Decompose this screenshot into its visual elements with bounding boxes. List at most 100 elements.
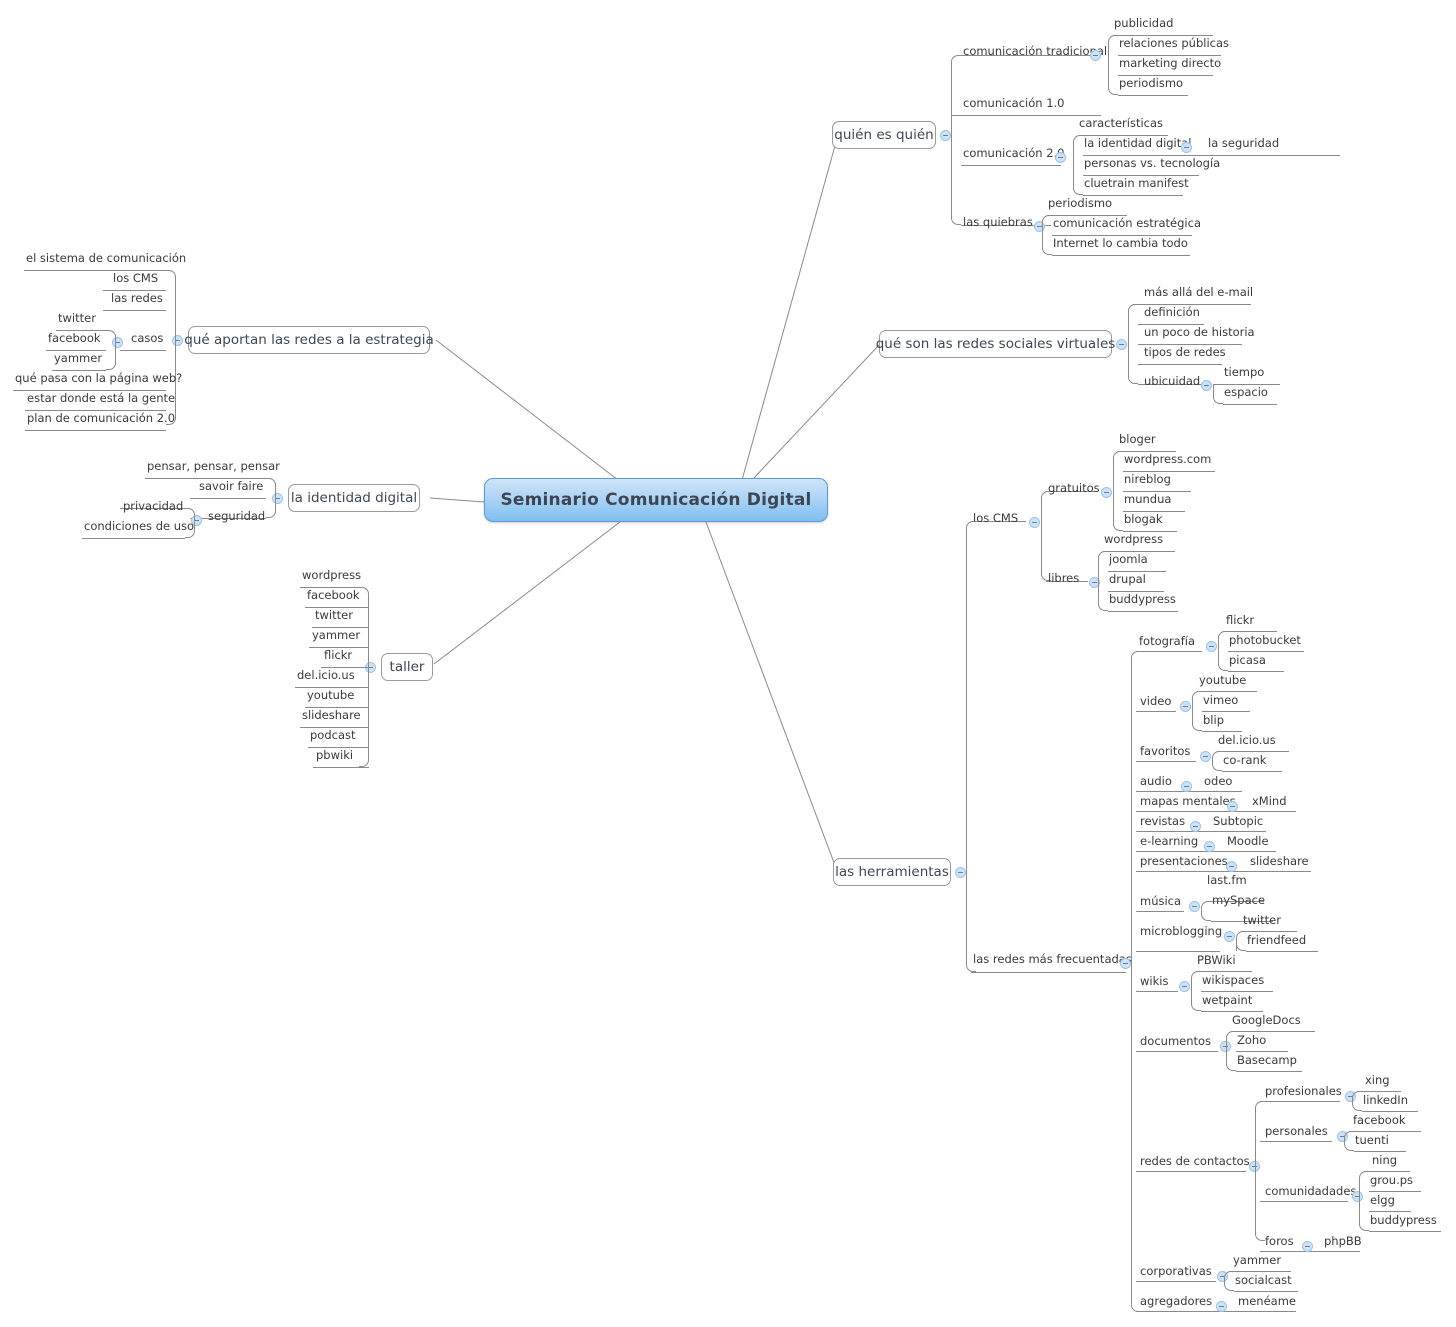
node-marketing-directo[interactable]: marketing directo bbox=[1119, 56, 1222, 70]
node-xing[interactable]: xing bbox=[1365, 1073, 1390, 1087]
node-savoir-faire[interactable]: savoir faire bbox=[199, 479, 264, 493]
node-personas-vs-tecnologia[interactable]: personas vs. tecnología bbox=[1084, 156, 1221, 170]
node-wikis[interactable]: wikis bbox=[1140, 974, 1169, 988]
node-seguridad[interactable]: seguridad bbox=[208, 509, 266, 523]
node-subtopic[interactable]: Subtopic bbox=[1213, 814, 1264, 828]
node-zoho[interactable]: Zoho bbox=[1237, 1033, 1267, 1047]
node-wordpress-com[interactable]: wordpress.com bbox=[1124, 452, 1212, 466]
node-googledocs[interactable]: GoogleDocs bbox=[1232, 1013, 1301, 1027]
node-pensar-pensar-pensar[interactable]: pensar, pensar, pensar bbox=[147, 459, 280, 473]
node-periodismo-trad[interactable]: periodismo bbox=[1119, 76, 1184, 90]
node-microblogging[interactable]: microblogging bbox=[1140, 924, 1223, 938]
collapse-minus-icon-video[interactable] bbox=[1180, 701, 1191, 712]
node-yammer-casos[interactable]: yammer bbox=[54, 351, 103, 365]
node-sistema-de-comunicacion[interactable]: el sistema de comunicación bbox=[26, 251, 187, 265]
node-audio[interactable]: audio bbox=[1140, 774, 1172, 788]
node-taller-facebook[interactable]: facebook bbox=[307, 588, 360, 602]
node-corank[interactable]: co-rank bbox=[1223, 753, 1267, 767]
collapse-minus-icon-favoritos[interactable] bbox=[1200, 751, 1211, 762]
node-las-redes-mas-frecuentadas[interactable]: las redes más frecuentadas bbox=[973, 952, 1132, 966]
collapse-minus-icon-identidad-c[interactable] bbox=[1181, 142, 1192, 153]
node-socialcast[interactable]: socialcast bbox=[1235, 1273, 1292, 1287]
node-bloger[interactable]: bloger bbox=[1119, 432, 1156, 446]
node-taller-twitter[interactable]: twitter bbox=[315, 608, 353, 622]
node-mas-alla-del-email[interactable]: más allá del e-mail bbox=[1144, 285, 1254, 299]
branch-taller[interactable]: taller bbox=[381, 653, 433, 681]
node-los-cms-aportan[interactable]: los CMS bbox=[113, 271, 159, 285]
node-wetpaint[interactable]: wetpaint bbox=[1202, 993, 1253, 1007]
node-picasa[interactable]: picasa bbox=[1229, 653, 1266, 667]
node-cluetrain-manifest[interactable]: cluetrain manifest bbox=[1084, 176, 1189, 190]
collapse-minus-icon-com20[interactable] bbox=[1055, 152, 1066, 163]
node-casos[interactable]: casos bbox=[131, 331, 164, 345]
node-definicion[interactable]: definición bbox=[1144, 305, 1200, 319]
node-e-learning[interactable]: e-learning bbox=[1140, 834, 1199, 848]
root-node[interactable]: Seminario Comunicación Digital bbox=[484, 478, 828, 522]
node-taller-youtube[interactable]: youtube bbox=[307, 688, 355, 702]
node-mundua[interactable]: mundua bbox=[1124, 492, 1172, 506]
node-presentaciones[interactable]: presentaciones bbox=[1140, 854, 1228, 868]
node-wordpress-libres[interactable]: wordpress bbox=[1104, 532, 1164, 546]
node-caracteristicas[interactable]: características bbox=[1079, 116, 1164, 130]
node-vimeo[interactable]: vimeo bbox=[1203, 693, 1239, 707]
node-comunicacion-20[interactable]: comunicación 2.0 bbox=[963, 146, 1065, 160]
collapse-minus-icon-elearning[interactable] bbox=[1204, 841, 1215, 852]
collapse-minus-icon-wikis[interactable] bbox=[1179, 981, 1190, 992]
node-comunicacion-estrategica[interactable]: comunicación estratégica bbox=[1053, 216, 1202, 230]
node-blogak[interactable]: blogak bbox=[1124, 512, 1163, 526]
node-las-quiebras[interactable]: las quiebras bbox=[963, 215, 1033, 229]
branch-que-aportan[interactable]: qué aportan las redes a la estrategia bbox=[184, 326, 434, 354]
node-espacio[interactable]: espacio bbox=[1224, 385, 1268, 399]
node-tiempo[interactable]: tiempo bbox=[1224, 365, 1265, 379]
node-flickr[interactable]: flickr bbox=[1226, 613, 1255, 627]
node-taller-wordpress[interactable]: wordpress bbox=[302, 568, 362, 582]
node-corporativas[interactable]: corporativas bbox=[1140, 1264, 1212, 1278]
node-que-pasa-con-la-pagina-web[interactable]: qué pasa con la página web? bbox=[15, 371, 183, 385]
node-phpbb[interactable]: phpBB bbox=[1324, 1234, 1362, 1248]
collapse-minus-icon-gratuitos[interactable] bbox=[1101, 487, 1112, 498]
node-tipos-de-redes[interactable]: tipos de redes bbox=[1144, 345, 1226, 359]
node-comunicacion-10[interactable]: comunicación 1.0 bbox=[963, 96, 1065, 110]
node-la-seguridad[interactable]: la seguridad bbox=[1208, 136, 1280, 150]
node-periodismo-quiebras[interactable]: periodismo bbox=[1048, 196, 1113, 210]
node-lastfm[interactable]: last.fm bbox=[1207, 873, 1247, 887]
node-taller-delicious[interactable]: del.icio.us bbox=[297, 668, 355, 682]
node-taller-slideshare[interactable]: slideshare bbox=[302, 708, 361, 722]
node-ubicuidad[interactable]: ubicuidad bbox=[1144, 374, 1201, 388]
collapse-minus-icon-musica[interactable] bbox=[1189, 901, 1200, 912]
node-video[interactable]: video bbox=[1140, 694, 1172, 708]
collapse-minus-icon-presentaciones[interactable] bbox=[1226, 861, 1237, 872]
node-comunidadades[interactable]: comunidadades bbox=[1265, 1184, 1357, 1198]
collapse-minus-icon-redes-frec[interactable] bbox=[1120, 958, 1131, 969]
node-facebook[interactable]: facebook bbox=[1353, 1113, 1406, 1127]
node-relaciones-publicas[interactable]: relaciones públicas bbox=[1119, 36, 1229, 50]
collapse-minus-icon-fotografia[interactable] bbox=[1206, 641, 1217, 652]
node-internet-lo-cambia-todo[interactable]: Internet lo cambia todo bbox=[1053, 236, 1188, 250]
node-pbwiki[interactable]: PBWiki bbox=[1197, 953, 1236, 967]
collapse-minus-icon-tradicional[interactable] bbox=[1090, 50, 1101, 61]
node-blip[interactable]: blip bbox=[1203, 713, 1224, 727]
node-redes-de-contactos[interactable]: redes de contactos bbox=[1140, 1154, 1250, 1168]
collapse-minus-icon-los-cms[interactable] bbox=[1029, 517, 1040, 528]
node-wikispaces[interactable]: wikispaces bbox=[1202, 973, 1265, 987]
node-twitter-casos[interactable]: twitter bbox=[58, 311, 96, 325]
node-xmind[interactable]: xMind bbox=[1252, 794, 1287, 808]
node-nireblog[interactable]: nireblog bbox=[1124, 472, 1171, 486]
node-myspace[interactable]: mySpace bbox=[1212, 893, 1266, 907]
node-linkedin[interactable]: linkedIn bbox=[1363, 1093, 1408, 1107]
node-taller-flickr[interactable]: flickr bbox=[324, 648, 353, 662]
collapse-minus-icon-agregadores[interactable] bbox=[1216, 1301, 1227, 1312]
node-taller-pbwiki[interactable]: pbwiki bbox=[316, 748, 354, 762]
node-musica[interactable]: música bbox=[1140, 894, 1182, 908]
node-las-redes[interactable]: las redes bbox=[111, 291, 163, 305]
collapse-minus-icon-casos[interactable] bbox=[112, 337, 123, 348]
node-friendfeed[interactable]: friendfeed bbox=[1247, 933, 1307, 947]
node-joomla[interactable]: joomla bbox=[1109, 552, 1148, 566]
node-drupal[interactable]: drupal bbox=[1109, 572, 1146, 586]
node-personales[interactable]: personales bbox=[1265, 1124, 1328, 1138]
node-yammer[interactable]: yammer bbox=[1233, 1253, 1282, 1267]
node-favoritos[interactable]: favoritos bbox=[1140, 744, 1191, 758]
node-basecamp[interactable]: Basecamp bbox=[1237, 1053, 1297, 1067]
node-elgg[interactable]: elgg bbox=[1370, 1193, 1395, 1207]
collapse-minus-icon-audio[interactable] bbox=[1181, 781, 1192, 792]
